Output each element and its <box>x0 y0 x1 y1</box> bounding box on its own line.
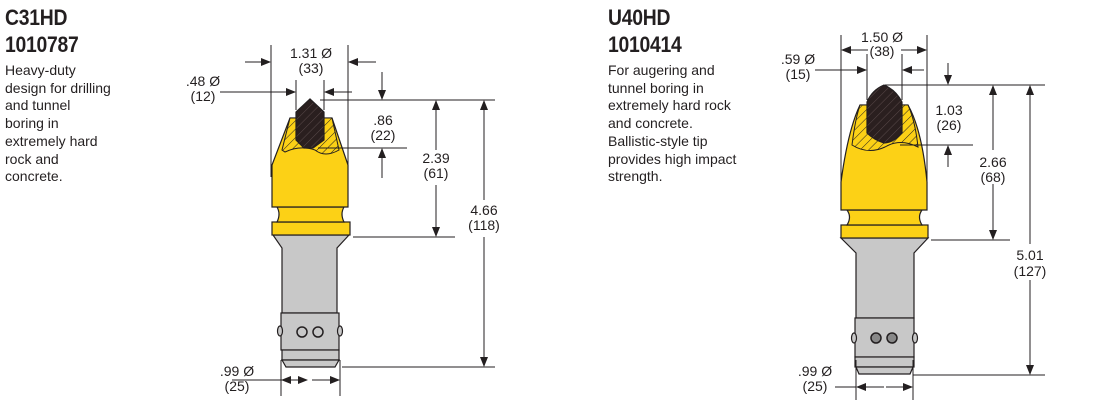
retainer-sleeve <box>854 317 915 358</box>
description-line: boring in <box>5 115 59 132</box>
c31hd-dimensions <box>220 45 495 396</box>
carbide-tip <box>866 84 903 144</box>
part-number-c31hd: 1010787 <box>5 32 79 57</box>
dim-tip-diameter-mm: (12) <box>191 88 216 104</box>
retainer-hole <box>886 332 898 344</box>
dim-head-length-mm: (61) <box>424 165 449 181</box>
dim-tip-diameter-mm: (15) <box>786 66 811 82</box>
retainer-hole <box>296 326 308 338</box>
c31hd-dimension-labels: 1.31 Ø (33) .48 Ø (12) .86 (22) 2.39 (61… <box>186 45 500 394</box>
dim-body-diameter-mm: (38) <box>870 43 895 59</box>
description-u40hd: For augering and tunnel boring in extrem… <box>608 62 736 186</box>
part-number-u40hd: 1010414 <box>608 32 682 57</box>
carbide-tip <box>295 98 325 149</box>
description-line: concrete. <box>5 168 63 185</box>
collar <box>271 221 351 236</box>
product-model-u40hd: U40HD <box>608 5 671 30</box>
dim-shank-diameter-mm: (25) <box>225 378 250 394</box>
description-line: For augering and <box>608 62 715 78</box>
dim-body-diameter-in: 1.31 Ø <box>290 45 332 61</box>
u40hd-dimension-labels: 1.50 Ø (38) .59 Ø (15) 1.03 (26) 2.66 (6… <box>781 29 1046 394</box>
u40hd-dimensions <box>815 35 1045 400</box>
product-model-c31hd: C31HD <box>5 5 68 30</box>
retainer-sleeve <box>280 312 340 351</box>
description-line: and tunnel <box>5 97 71 114</box>
description-line: rock and <box>5 150 59 167</box>
dim-overall-length-in: 5.01 <box>1016 247 1043 263</box>
shank <box>271 234 351 314</box>
description-c31hd: Heavy-duty design for drilling and tunne… <box>5 62 111 186</box>
u40hd-bit-drawing <box>839 84 930 375</box>
retainer-hole <box>312 326 324 338</box>
dim-head-length-in: 2.39 <box>422 150 449 166</box>
dim-overall-length-in: 4.66 <box>470 202 497 218</box>
dim-body-diameter-mm: (33) <box>299 60 324 76</box>
dim-shank-diameter-mm: (25) <box>803 378 828 394</box>
description-line: extremely hard rock <box>608 97 731 114</box>
dim-tip-diameter-in: .59 Ø <box>781 51 815 67</box>
c31hd-bit-drawing <box>271 98 351 368</box>
retainer-hole <box>870 332 882 344</box>
description-line: provides high impact <box>608 150 737 167</box>
dim-tip-height-mm: (26) <box>937 117 962 133</box>
dim-body-diameter-in: 1.50 Ø <box>861 29 903 45</box>
description-line: Ballistic-style tip <box>608 132 708 149</box>
dim-tip-height-in: 1.03 <box>935 102 962 118</box>
dim-shank-diameter-in: .99 Ø <box>798 363 832 379</box>
dim-overall-length-mm: (118) <box>468 217 500 233</box>
collar <box>840 224 929 239</box>
description-line: and concrete. <box>608 115 693 132</box>
description-line: design for drilling <box>5 79 111 96</box>
dim-tip-height-in: .86 <box>373 112 393 128</box>
shank <box>839 237 930 319</box>
description-line: tunnel boring in <box>608 79 704 96</box>
dim-tip-diameter-in: .48 Ø <box>186 73 220 89</box>
description-line: extremely hard <box>5 132 98 149</box>
dim-head-length-mm: (68) <box>981 169 1006 185</box>
description-line: strength. <box>608 168 663 185</box>
dim-overall-length-mm: (127) <box>1014 263 1047 279</box>
dim-shank-diameter-in: .99 Ø <box>220 363 254 379</box>
groove <box>845 209 924 226</box>
dim-head-length-in: 2.66 <box>979 154 1006 170</box>
groove <box>275 206 346 223</box>
dim-tip-height-mm: (22) <box>371 127 396 143</box>
description-line: Heavy-duty <box>5 62 76 78</box>
